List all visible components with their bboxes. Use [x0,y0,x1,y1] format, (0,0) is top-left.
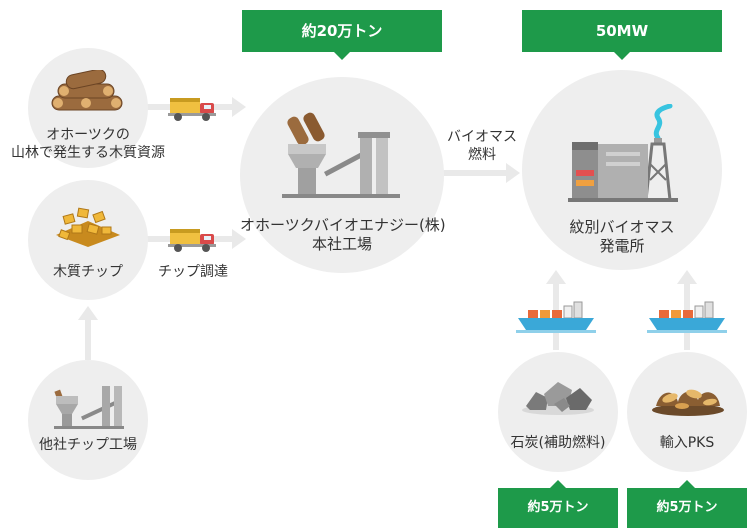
main-factory-label-line2: 本社工場 [311,235,372,253]
biomass-fuel-label-line2: 燃料 [468,147,496,163]
wood-chip-icon [56,207,120,247]
arrow-head-other [78,306,98,320]
plant-badge-pointer [614,52,630,60]
biomass-fuel-label: バイオマス 燃料 [438,128,526,164]
main-factory-label: オホーツクバイオエナジー(株) 本社工場 [240,216,446,254]
arrow-head-forest [232,97,246,117]
circle-other-factory [28,360,148,480]
chip-factory-icon [54,386,124,429]
circle-main-factory [240,77,444,273]
arrow-other-to-chip [85,318,91,360]
plant-output-badge: 50MW [522,10,722,52]
factory-badge-pointer [334,52,350,60]
power-plant-label-line1: 紋別バイオマス [569,218,675,236]
other-factory-label: 他社チップ工場 [39,437,137,453]
wood-chip-label: 木質チップ [53,264,123,280]
coal-volume-badge: 約5万トン [498,488,618,528]
biomass-fuel-label-line1: バイオマス [447,129,517,145]
arrow-head-chip [232,229,246,249]
power-plant-label-line2: 発電所 [599,237,645,255]
ship-icon-coal [516,301,596,333]
pks-volume-badge: 約5万トン [627,488,747,528]
coal-badge-pointer [550,480,566,488]
okhotsk-forest-label: オホーツクの 山林で発生する木質資源 [0,126,176,162]
coal-label: 石炭(補助燃料) [510,435,606,451]
arrow-head-coal [546,270,566,284]
truck-icon-bottom [168,229,216,252]
truck-icon-top [168,98,216,121]
factory-volume-badge: 約20万トン [242,10,442,52]
main-factory-label-line1: オホーツクバイオエナジー(株) [240,216,446,234]
power-plant-label: 紋別バイオマス 発電所 [522,218,722,256]
arrow-head-pks [677,270,697,284]
arrow-factory-to-plant [440,170,506,176]
power-plant-icon [568,104,678,202]
pks-icon [652,389,724,416]
ship-icon-pks [647,301,727,333]
pks-label: 輸入PKS [659,435,715,451]
okhotsk-forest-label-line2: 山林で発生する木質資源 [11,145,165,161]
coal-icon [522,382,594,415]
okhotsk-forest-label-line1: オホーツクの [46,127,130,143]
main-factory-icon [282,112,400,198]
log-pile-icon [51,70,123,111]
arrow-head-factory [506,163,520,183]
chip-procure-label: チップ調達 [158,264,228,280]
pks-badge-pointer [679,480,695,488]
